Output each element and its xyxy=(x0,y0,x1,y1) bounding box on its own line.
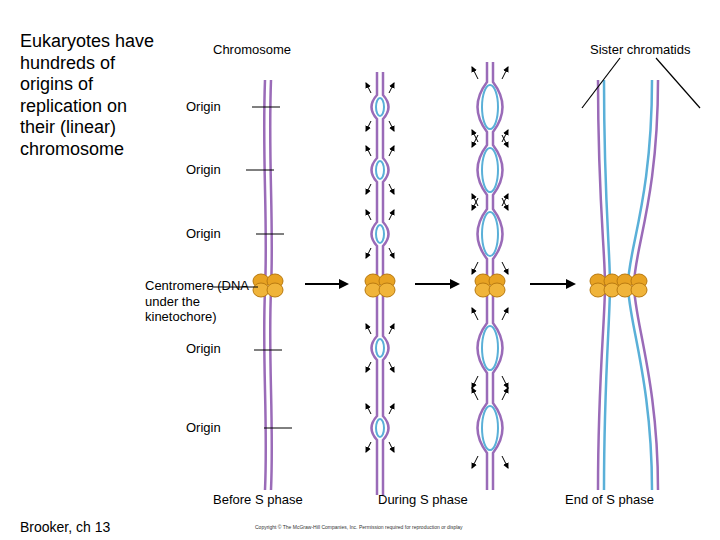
chromatid-bracket xyxy=(582,58,700,108)
origin-label: Origin xyxy=(186,162,221,178)
origin-label: Origin xyxy=(186,226,221,242)
stage-label: Before S phase xyxy=(213,492,303,508)
slide-text: Eukaryotes have hundreds of origins of r… xyxy=(20,31,155,161)
chromosome-during-early xyxy=(365,72,395,495)
origin-label: Origin xyxy=(186,341,221,357)
copyright-note: Copyright © The McGraw-Hill Companies, I… xyxy=(255,524,463,530)
sister-chromatids xyxy=(590,80,658,490)
chromosome-label: Chromosome xyxy=(213,42,291,58)
origin-leaders xyxy=(212,107,292,428)
chromatid-label: Sister chromatids xyxy=(590,42,690,58)
stage-arrows xyxy=(305,283,574,285)
source-note: Brooker, ch 13 xyxy=(20,519,110,536)
centromere-label: Centromere (DNA under the kinetochore) xyxy=(145,278,263,325)
origin-label: Origin xyxy=(186,420,221,436)
stage-label: During S phase xyxy=(378,492,468,508)
chromosome-during-late xyxy=(472,62,508,490)
stage-label: End of S phase xyxy=(565,492,654,508)
origin-label: Origin xyxy=(186,99,221,115)
